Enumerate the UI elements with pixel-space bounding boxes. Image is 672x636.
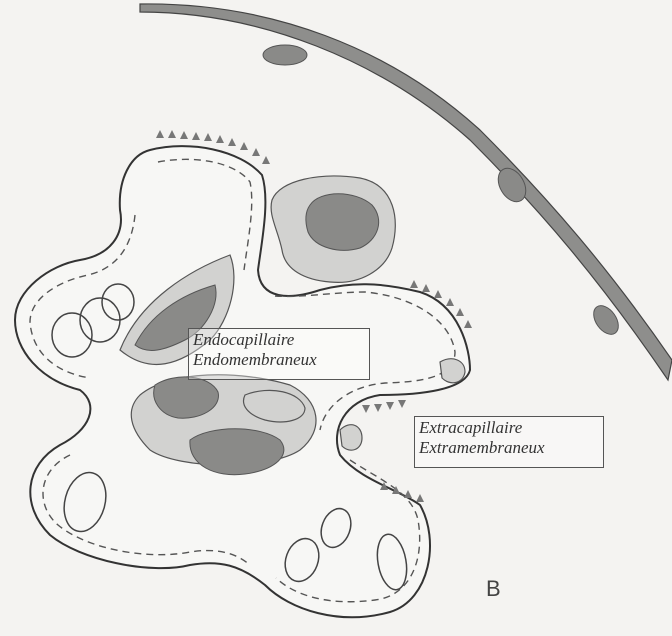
podocyte-nucleus [306, 194, 379, 251]
panel-letter: B [486, 576, 501, 602]
capsule-nucleus [263, 45, 307, 65]
endocapillary-line1: Endocapillaire [193, 330, 365, 350]
extracapillary-label: Extracapillaire Extramembraneux [414, 416, 604, 468]
extracapillary-line1: Extracapillaire [419, 418, 599, 438]
subepithelial-deposit [440, 359, 465, 383]
subepithelial-deposit [340, 425, 362, 450]
endocapillary-label: Endocapillaire Endomembraneux [188, 328, 370, 380]
endocapillary-line2: Endomembraneux [193, 350, 365, 370]
extracapillary-line2: Extramembraneux [419, 438, 599, 458]
